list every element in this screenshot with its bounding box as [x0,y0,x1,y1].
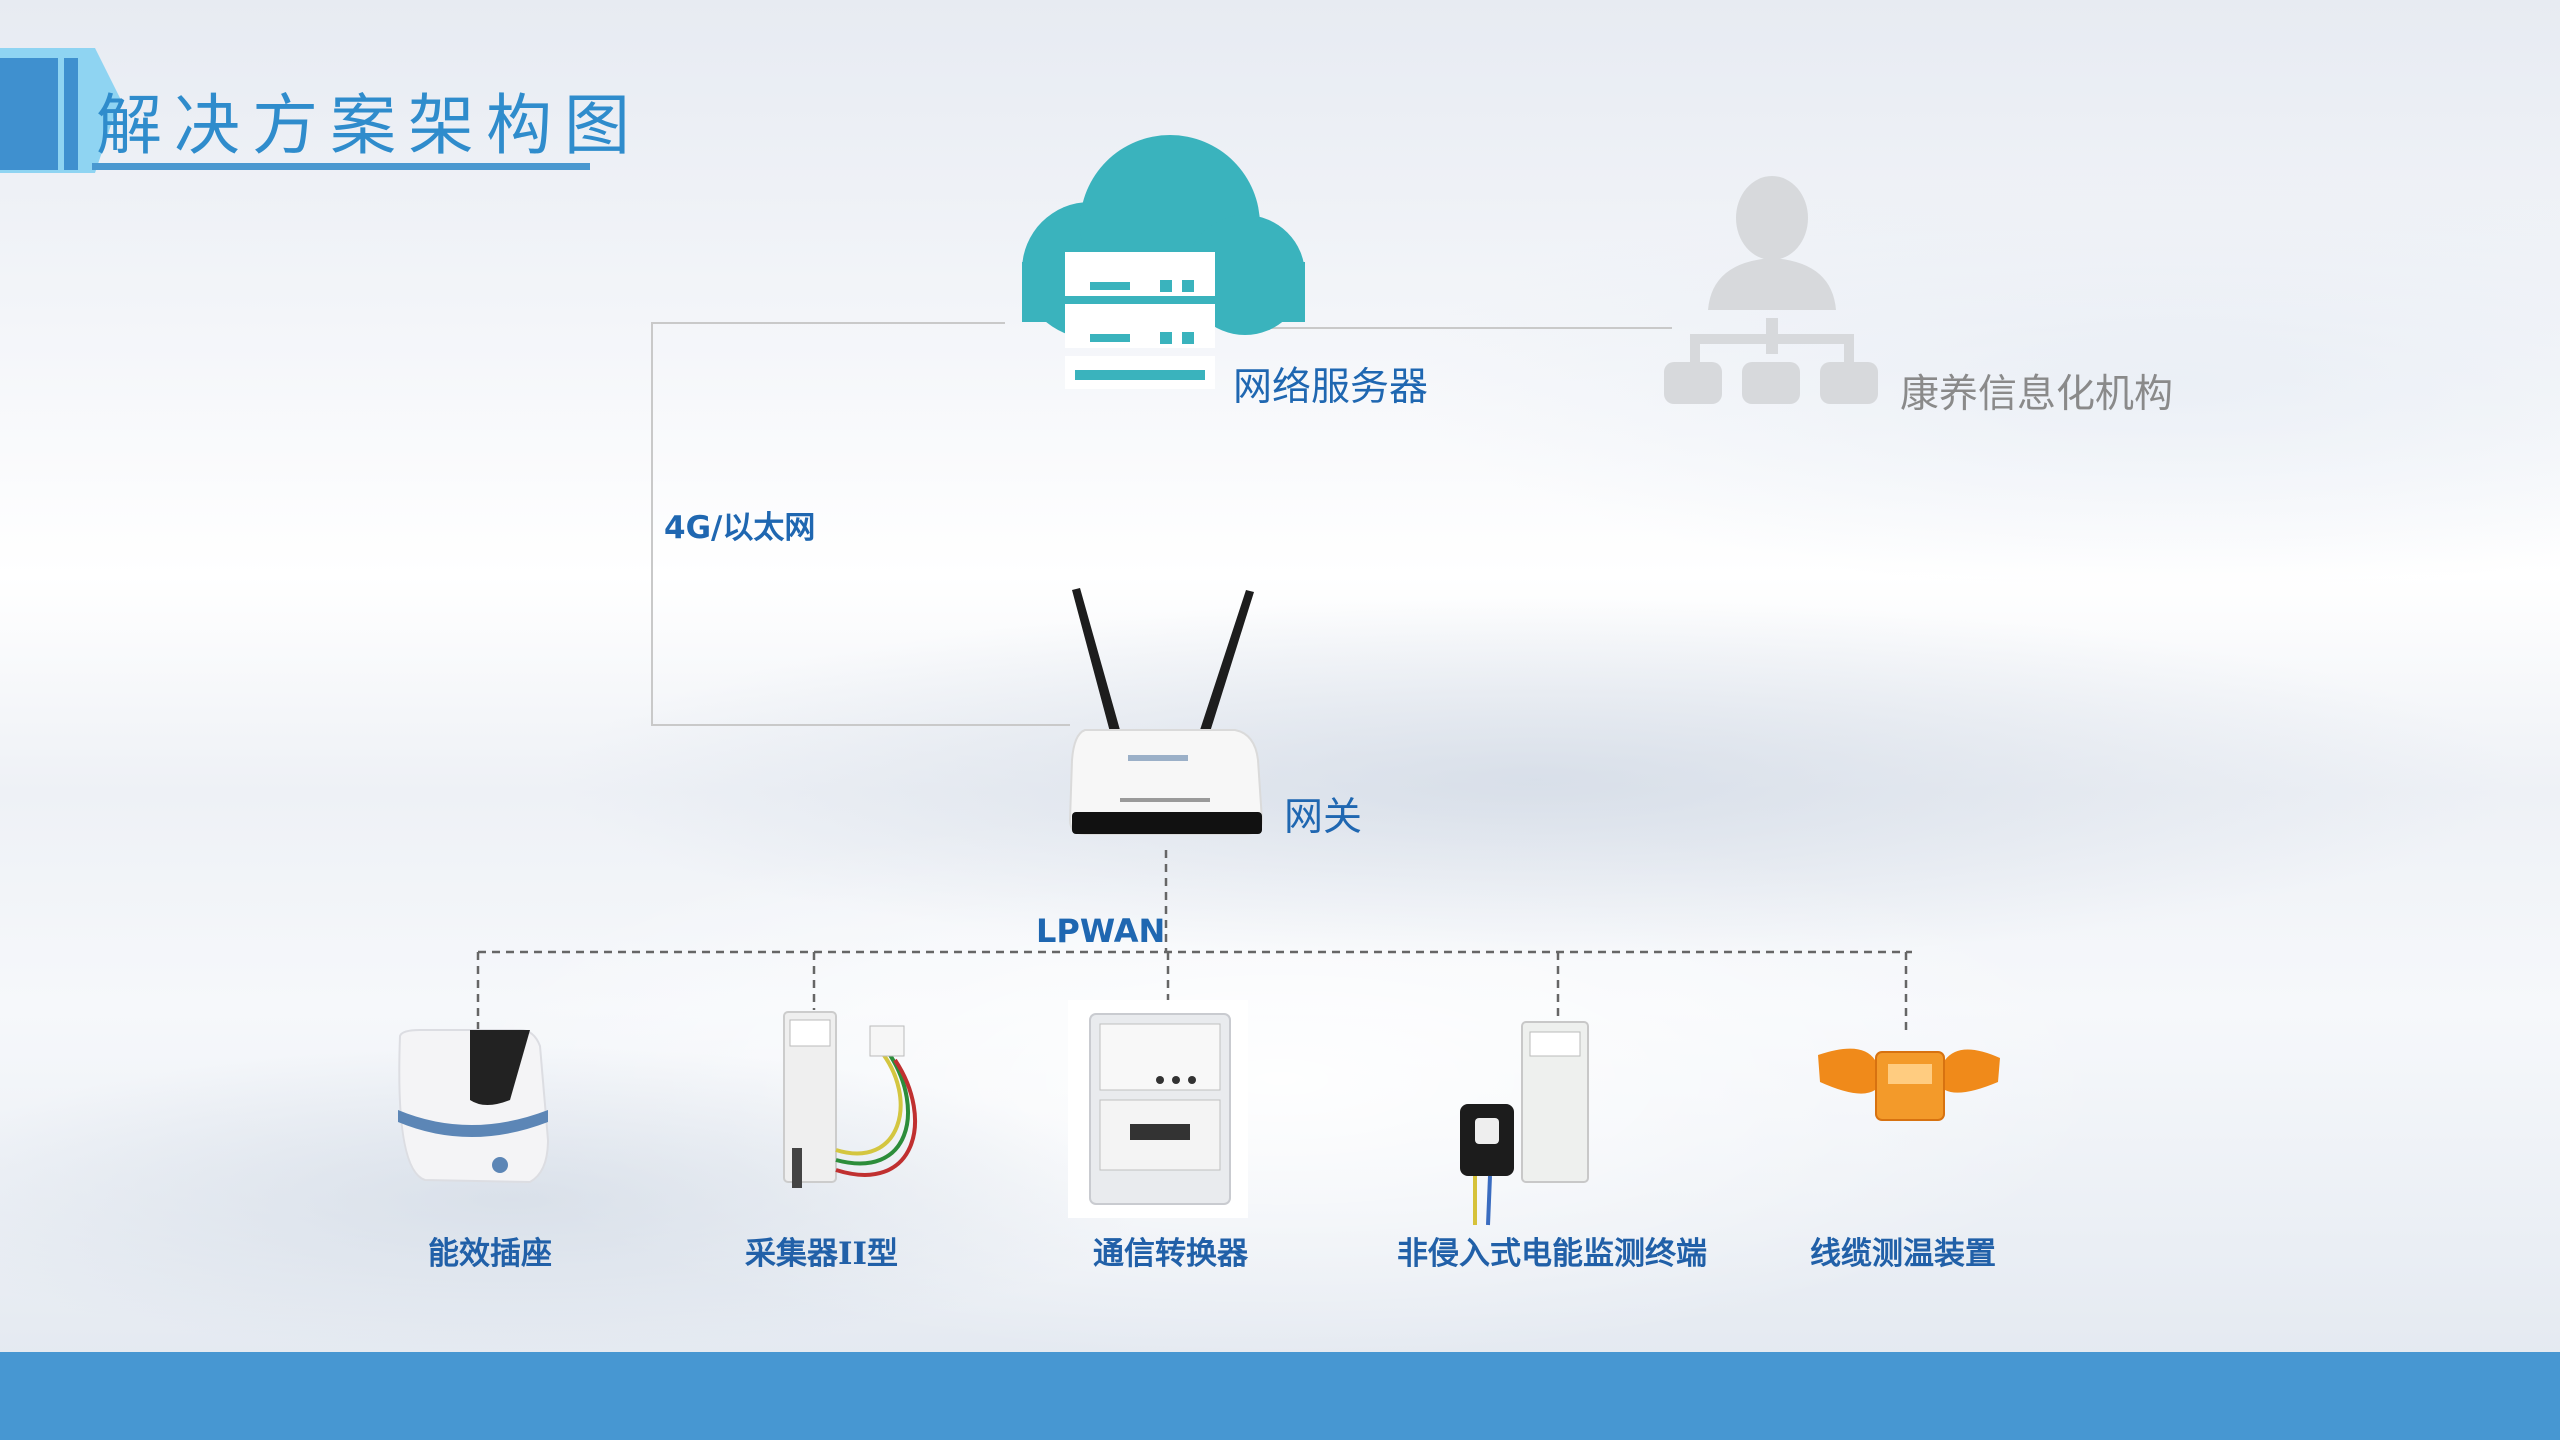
title-underline [92,163,590,170]
lpwan-bus [476,850,1912,1030]
device-label-smart-socket: 能效插座 [428,1236,552,1272]
device-label-monitoring-terminal: 非侵入式电能监测终端 [1397,1236,1707,1272]
converter-image [1068,1000,1248,1218]
title-decoration [0,48,120,173]
device-label-collector: 采集器II型 [745,1236,899,1272]
organization-label: 康养信息化机构 [1900,372,2174,417]
server-label: 网络服务器 [1233,365,1429,410]
cloud-server-icon [1022,135,1305,389]
lpwan-label: LPWAN [1036,912,1166,950]
gateway-label: 网关 [1284,795,1363,840]
page-title: 解决方案架构图 [96,87,642,164]
device-label-temperature-sensor: 线缆测温装置 [1810,1236,1996,1272]
router-icon [1068,588,1264,835]
monitoring-terminal-image [1460,1021,1589,1226]
uplink-lines [651,322,1672,726]
temperature-sensor-image [1818,1048,2000,1121]
uplink-label: 4G/以太网 [664,510,816,546]
smart-socket-image [398,1029,550,1184]
device-label-converter: 通信转换器 [1093,1236,1248,1272]
bottom-bar [0,1352,2560,1440]
organization-icon [1664,176,1878,404]
collector-image [783,1011,917,1188]
